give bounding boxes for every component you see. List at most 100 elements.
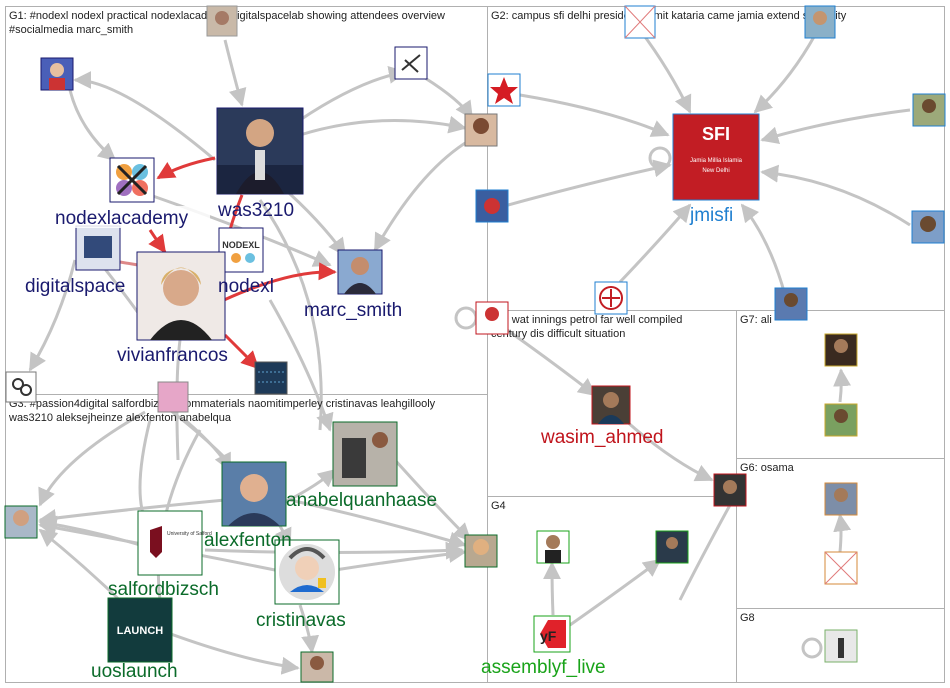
node-avatar[interactable] [464,534,498,568]
sfi-logo-line1: Jamia Millia Islamia [690,158,743,164]
red-edge [223,262,337,302]
edge [268,299,334,432]
label-alexfenton: alexfenton [204,530,292,551]
label-jmisfi: jmisfi [689,205,733,226]
node-avatar[interactable] [804,5,836,39]
self-loop [801,637,823,659]
node-avatar[interactable] [911,210,945,244]
edge [223,39,247,107]
node-avatar[interactable] [774,287,808,321]
node-avatar[interactable] [300,651,334,683]
group-label-g5: G5: wat innings petrol far well compiled [491,314,682,326]
node-assemblyf_live[interactable]: yF [533,615,571,653]
node-avatar[interactable] [824,629,858,663]
sfi-logo-line2: New Delhi [702,168,729,174]
node-avatar[interactable] [824,551,858,585]
node-avatar[interactable] [40,57,74,91]
edge [507,159,672,207]
edge [38,410,146,507]
edge [624,418,714,482]
group-label-g3: G3: #passion4digital salfordbizsch uomma… [9,398,436,410]
node-avatar[interactable] [475,301,509,335]
edge [618,203,692,284]
label-salfordbizsch: salfordbizsch [108,579,219,600]
label-anabelquanhaase: anabelquanhaase [286,490,437,511]
node-avatar[interactable] [536,530,570,564]
edge [424,76,474,120]
edge [299,115,467,137]
edge [833,368,852,403]
nodes: NODEXL [4,5,946,683]
node-avatar[interactable] [157,381,189,413]
edge [740,203,787,296]
edge [569,558,662,627]
group-label-g2: G2: campus sfi delhi president sumit kat… [491,10,847,22]
edge [519,93,670,137]
node-avatar[interactable] [713,473,747,507]
self-loop [648,146,672,170]
edge [833,513,852,553]
node-avatar[interactable] [487,73,521,107]
node-avatar[interactable] [824,333,858,367]
label-wasim_ahmed: wasim_ahmed [540,427,664,448]
sfi-logo-title: SFI [702,124,730,144]
edge [760,108,911,145]
edge [334,545,467,572]
node-anabelquanhaase[interactable] [332,421,398,487]
group-label-g8: G8 [740,612,755,624]
group-label-g5-line2: century dis difficult situation [491,328,625,340]
group-label-g6: G6: osama [740,462,795,474]
node-avatar[interactable] [394,46,428,80]
edge [678,504,732,601]
node-uoslaunch[interactable]: LAUNCH [107,597,173,663]
edge [38,498,226,527]
edge [373,138,471,252]
red-edge [223,333,260,370]
node-avatar[interactable] [5,371,37,403]
group-label-g4: G4 [491,500,506,512]
group-label-g7: G7: ali [740,314,772,326]
label-uoslaunch: uoslaunch [91,661,178,682]
label-marc_smith: marc_smith [304,300,402,321]
node-avatar[interactable] [594,281,628,315]
red-edge [148,229,167,254]
label-nodexl: nodexl [218,276,274,297]
edge [499,323,597,397]
nodexl-badge-text: NODEXL [222,240,260,250]
node-digitalspacelab[interactable] [75,225,121,271]
node-avatar[interactable] [206,5,238,37]
edge [73,71,216,162]
node-labels: nodexlacademy was3210 digitalspace nodex… [25,200,733,682]
node-avatar[interactable] [824,403,858,437]
edge-pink [119,260,139,267]
node-avatar[interactable] [464,113,498,147]
node-vivianfrancos[interactable] [136,251,226,341]
node-was3210[interactable] [216,107,304,195]
node-cristinavas[interactable] [274,539,340,605]
node-avatar[interactable] [254,361,288,395]
node-marc_smith[interactable] [337,249,383,295]
node-avatar[interactable] [912,93,946,127]
node-nodexl[interactable]: NODEXL [218,227,264,273]
node-salfordbizsch[interactable]: University of Salford [137,510,212,576]
node-avatar[interactable] [624,5,656,39]
group-box-g4 [487,496,737,683]
node-avatar[interactable] [4,505,38,539]
node-avatar[interactable] [655,530,689,564]
assemblyf-logo-text: yF [540,628,557,644]
label-vivianfrancos: vivianfrancos [117,345,228,366]
label-nodexlacademy: nodexlacademy [55,208,189,229]
node-alexfenton[interactable] [221,461,287,527]
edge [753,34,817,114]
group-label-g3-line2: was3210 aleksejheinze alexfenton anabelq… [8,412,232,424]
edge [298,604,320,654]
node-jmisfi[interactable]: SFI Jamia Millia Islamia New Delhi [672,113,760,201]
edge [543,561,562,616]
node-nodexlacademy[interactable] [109,157,155,203]
node-wasim_ahmed[interactable] [591,385,631,425]
node-avatar[interactable] [475,189,509,223]
label-digitalspacelab: digitalspace [25,276,125,297]
label-was3210: was3210 [217,200,294,221]
node-avatar[interactable] [824,482,858,516]
label-cristinavas: cristinavas [256,610,346,631]
